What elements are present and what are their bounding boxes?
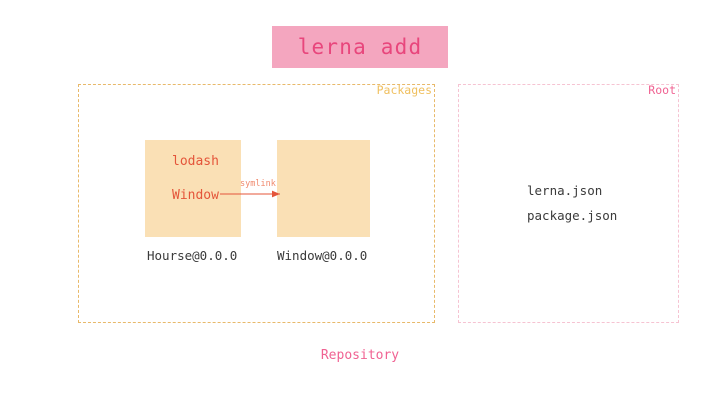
root-region: Root bbox=[458, 83, 679, 323]
symlink-arrow-icon bbox=[220, 190, 280, 198]
diagram-title-banner: lerna add bbox=[272, 26, 448, 68]
repository-label: Repository bbox=[320, 348, 400, 363]
package-caption-window: Window@0.0.0 bbox=[277, 248, 368, 263]
root-file-lerna-json: lerna.json bbox=[527, 183, 603, 198]
package-caption-hourse: Hourse@0.0.0 bbox=[147, 248, 238, 263]
root-region-label: Root bbox=[648, 83, 676, 97]
packages-region-label: Packages bbox=[376, 83, 432, 97]
dependency-label-lodash: lodash bbox=[172, 154, 219, 169]
package-box-window bbox=[277, 140, 370, 237]
root-file-package-json: package.json bbox=[527, 208, 618, 223]
packages-region: Packages bbox=[78, 83, 435, 323]
package-box-hourse bbox=[145, 140, 241, 237]
symlink-label: symlink bbox=[240, 179, 276, 189]
diagram-title-text: lerna add bbox=[297, 35, 423, 59]
dependency-label-window: Window bbox=[172, 188, 219, 203]
